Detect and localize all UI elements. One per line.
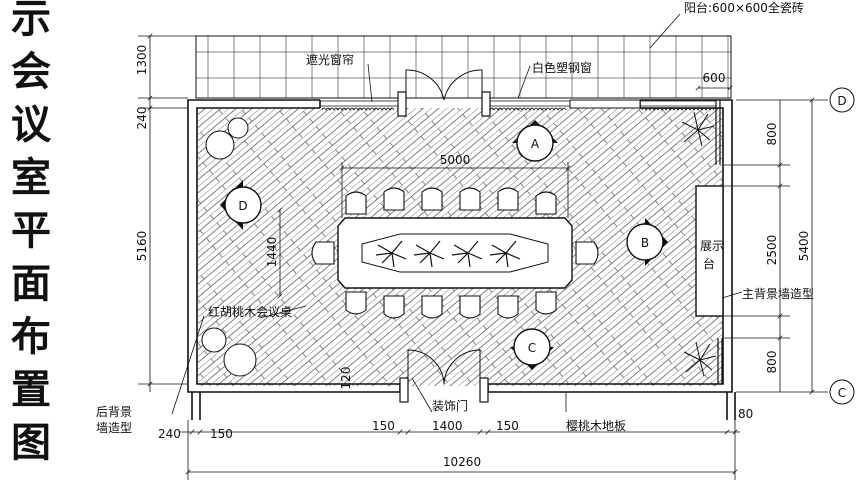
dim-10260: 10260 <box>443 455 481 469</box>
table-plants <box>375 240 521 268</box>
title-char: 议 <box>11 101 51 148</box>
chairs-bottom <box>345 291 557 319</box>
chairs-top <box>345 187 557 215</box>
balcony-label: 阳台:600×600全瓷砖 <box>684 0 804 15</box>
display-label-1: 展示 <box>700 239 724 253</box>
labels: 阳台:600×600全瓷砖 遮光窗帘 白色塑钢窗 红胡桃木会议桌 主背景墙造型 … <box>96 0 814 435</box>
window-label: 白色塑钢窗 <box>532 60 592 75</box>
dim-5000: 5000 <box>440 153 471 167</box>
floor-label: 樱桃木地板 <box>566 418 626 433</box>
dim-1300: 1300 <box>135 45 149 76</box>
title-char: 示 <box>11 0 51 42</box>
title-char: 图 <box>11 419 51 466</box>
dim-5160: 5160 <box>135 231 149 262</box>
grid-axis: D C <box>829 87 855 405</box>
dim-800-top: 800 <box>765 123 779 146</box>
title-char: 布 <box>11 313 51 360</box>
dim-800-bottom: 800 <box>765 351 779 374</box>
balcony <box>195 35 732 99</box>
main-wall-label: 主背景墙造型 <box>742 287 814 301</box>
balcony-door <box>405 69 483 101</box>
main-wall-feature <box>717 338 723 384</box>
marker-b-label: B <box>641 236 649 250</box>
chair-left <box>311 241 335 265</box>
vertical-title: 示 会 议 室 平 面 布 置 图 <box>0 0 62 469</box>
conference-table <box>311 187 599 319</box>
dim-1440: 1440 <box>265 237 279 268</box>
dim-2500: 2500 <box>765 235 779 266</box>
view-marker-d: D <box>220 180 262 230</box>
grid-top-label: D <box>837 94 846 108</box>
dimension-lines <box>138 36 828 480</box>
view-marker-a: A <box>512 120 558 162</box>
dim-5400: 5400 <box>797 231 811 262</box>
dim-240-left: 240 <box>135 107 149 130</box>
rear-wall-label-1: 后背景 <box>96 405 132 419</box>
display-label-2: 台 <box>703 256 715 271</box>
title-char: 面 <box>11 260 51 307</box>
title-char: 置 <box>11 366 51 413</box>
dim-1400: 1400 <box>432 419 463 433</box>
marker-a-label: A <box>531 137 540 151</box>
chair-right <box>575 241 599 265</box>
title-char: 室 <box>11 154 51 201</box>
dim-240-bottom: 240 <box>158 427 181 441</box>
dim-600: 600 <box>703 71 726 85</box>
display-stand: 展示 台 <box>695 185 724 317</box>
table-label: 红胡桃木会议桌 <box>208 304 292 319</box>
grid-bottom-label: C <box>838 386 846 400</box>
dim-150-b: 150 <box>372 419 395 433</box>
title-char: 平 <box>11 207 51 254</box>
dimension-texts: 1300 240 5160 1440 5000 600 800 2500 540… <box>135 45 811 469</box>
dim-150-c: 150 <box>496 419 519 433</box>
view-marker-c: C <box>510 328 554 370</box>
marker-d-label: D <box>238 199 247 213</box>
decor-door <box>399 349 489 403</box>
window-wall <box>320 91 721 165</box>
curtain-label: 遮光窗帘 <box>306 52 354 67</box>
leader-lines <box>171 13 743 415</box>
dim-150-a: 150 <box>210 427 233 441</box>
door-label: 装饰门 <box>432 398 468 413</box>
dim-80: 80 <box>738 407 753 421</box>
dim-120: 120 <box>339 367 353 390</box>
view-marker-b: B <box>626 218 668 266</box>
rear-wall-label-2: 墙造型 <box>96 421 132 435</box>
plants <box>201 111 717 377</box>
marker-c-label: C <box>528 341 536 355</box>
title-char: 会 <box>11 48 51 95</box>
